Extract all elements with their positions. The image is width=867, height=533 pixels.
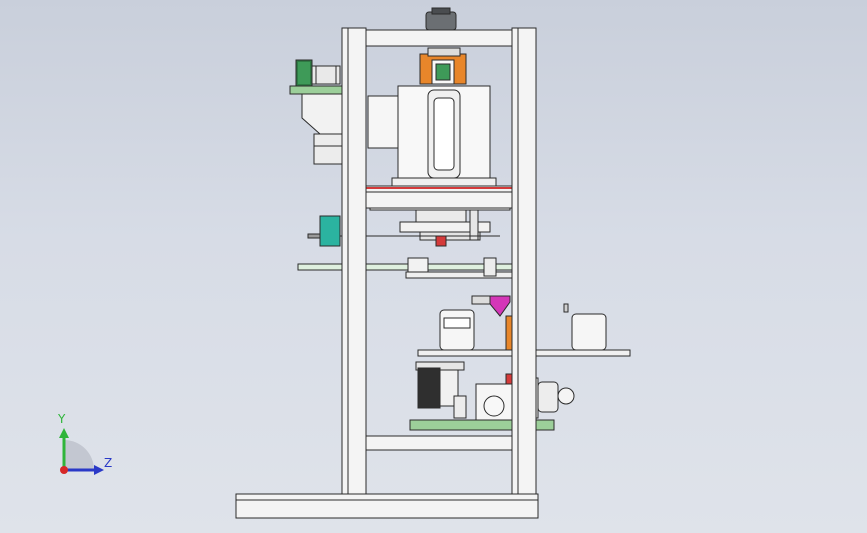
top-connector-block <box>425 7 457 31</box>
orange-bracket <box>419 47 467 85</box>
linear-rail <box>297 257 513 279</box>
left-motor-assembly <box>289 59 343 165</box>
bottom-drive-assembly <box>409 361 575 431</box>
spindle-housing <box>365 85 513 193</box>
z-axis-label: Z <box>104 456 113 470</box>
y-axis-label: Y <box>58 412 66 426</box>
main-frame <box>235 27 539 519</box>
coordinate-triad <box>59 428 104 475</box>
